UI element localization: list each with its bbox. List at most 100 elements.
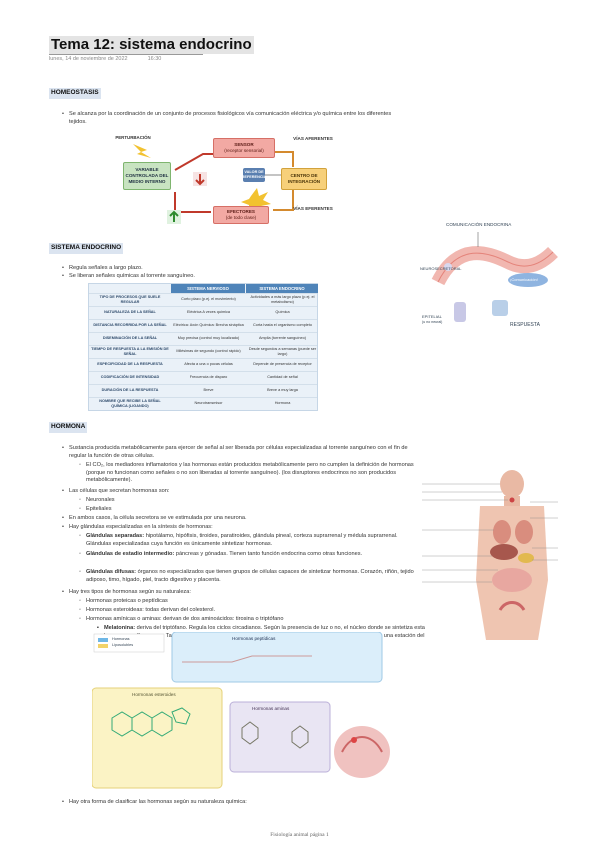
glandulas-difusas-text: órganos no especializados que tienen gru… xyxy=(86,569,414,583)
section-hormona: HORMONA xyxy=(49,422,88,433)
page-title: Tema 12: sistema endocrino xyxy=(49,36,254,54)
box-sensor: SENSOR (receptor sensorial) xyxy=(213,138,275,158)
efectores-title: EFECTORES xyxy=(227,208,255,214)
table-row: CODIFICACIÓN DE INTENSIDAD Frecuencia de … xyxy=(89,371,317,384)
table-row-label: NOMBRE QUE RECIBE LA SEÑAL QUÍMICA (LIGA… xyxy=(99,398,161,408)
homeostasis-diagram: PERTURBACIÓN VARIABLE CONTROLADA DEL MED… xyxy=(103,132,338,234)
hormone-classes-illustration xyxy=(91,631,390,789)
fig-epitelial-sub: (u no neural) xyxy=(422,320,443,324)
endocrino-bullet-2: Se liberan señales químicas al torrente … xyxy=(62,273,289,281)
fig-endocrine-title: COMUNICACIÓN ENDOCRINA xyxy=(446,222,512,227)
box-variable: VARIABLE CONTROLADA DEL MEDIO INTERNO xyxy=(123,162,171,190)
table-row-label: ESPECIFICIDAD DE LA RESPUESTA xyxy=(97,362,163,367)
glandulas-intermedio-text: páncreas y gónadas. Tienen tanto función… xyxy=(174,551,363,557)
table-cell: Milésimas de segundo (control rápido) xyxy=(176,349,241,354)
title-underline xyxy=(49,54,203,55)
label-aminas: Hormonas aminas xyxy=(252,706,290,711)
table-cell: Corto plazo (p.ej. el movimiento) xyxy=(181,297,236,302)
table-row: NATURALEZA DE LA SEÑAL Eléctrica A veces … xyxy=(89,306,317,319)
page-meta: lunes, 14 de noviembre de 2022 16:30 xyxy=(49,56,161,63)
table-row-label: DISTANCIA RECORRIDA POR LA SEÑAL xyxy=(93,323,167,328)
hormona-bullet-1-sub: El CO₂, los mediadores inflamatorios y l… xyxy=(79,462,414,485)
hormona-bullet-6: Hay otra forma de clasificar las hormona… xyxy=(62,799,369,807)
table-row-label: NATURALEZA DE LA SEÑAL xyxy=(104,310,156,315)
table-cell: Depende de presencia de receptor xyxy=(253,362,312,367)
glandulas-difusas-term: Glándulas difusas: xyxy=(86,569,137,575)
secretoras-neuronales: Neuronales xyxy=(79,497,115,505)
table-cell: Cantidad de señal xyxy=(267,375,298,380)
section-homeostasis: HOMEOSTASIS xyxy=(49,88,101,99)
table-cell: Corta hasta el organismo completo xyxy=(253,323,312,328)
label-esteroides: Hormonas esteroides xyxy=(132,692,176,697)
sensor-sub: (receptor sensorial) xyxy=(224,148,264,153)
table-cell: Breve xyxy=(203,388,214,393)
page-date: lunes, 14 de noviembre de 2022 xyxy=(49,56,128,62)
table-row: DISTANCIA RECORRIDA POR LA SEÑAL Eléctric… xyxy=(89,319,317,332)
table-header-endocrino: SISTEMA ENDOCRINO xyxy=(246,284,318,293)
label-perturbacion: PERTURBACIÓN xyxy=(115,135,151,141)
hormone-classes-figure: Hormonas Liposolubles Hormonas peptídica… xyxy=(91,631,392,792)
glandulas-intermedio: Glándulas de estadio intermedio: páncrea… xyxy=(79,551,414,559)
tipo-proteicas: Hormonas proteicas o peptídicas xyxy=(79,598,168,606)
table-header-nervioso: SISTEMA NERVIOSO xyxy=(171,284,245,293)
box-valor-referencia: VALOR DE REFERENCIA xyxy=(242,168,266,182)
hormona-bullet-4: Hay glándulas especializadas en la sínte… xyxy=(62,524,369,532)
table-row-label: DISEMINACIÓN DE LA SEÑAL xyxy=(102,336,158,341)
box-efectores: EFECTORES (de todo clase) xyxy=(213,206,269,224)
table-cell: Actividades a más largo plazo (p.ej. el … xyxy=(250,294,315,304)
label-vias-eferentes: VÍAS EFERENTES xyxy=(293,205,333,211)
table-row-label: DURACIÓN DE LA RESPUESTA xyxy=(101,388,159,393)
table-cell: Amplia (torrente sanguíneo) xyxy=(258,336,307,341)
page-time: 16:30 xyxy=(147,56,162,62)
endocrine-communication-figure: COMUNICACIÓN ENDOCRINA NEUROSECRETORAL E… xyxy=(418,222,558,332)
page-footer: Fisiología animal página 1 xyxy=(270,832,329,838)
table-cell: Afecta a una o pocas células xyxy=(184,362,233,367)
secretoras-epiteliales: Epiteliales xyxy=(79,506,111,514)
table-row: ESPECIFICIDAD DE LA RESPUESTA Afecta a un… xyxy=(89,358,317,371)
glandulas-difusas: Glándulas difusas: órganos no especializ… xyxy=(79,569,414,584)
table-cell: Breve a muy larga xyxy=(267,388,298,393)
section-sistema-endocrino: SISTEMA ENDOCRINO xyxy=(49,243,124,254)
glandulas-separadas: Glándulas separadas: hipotálamo, hipófis… xyxy=(79,533,414,548)
table-row: TIPO DE PROCESOS QUE SUELE REGULAR Corto … xyxy=(89,293,317,306)
table-cell: Desde segundos a semanas (puede ser larg… xyxy=(248,346,317,356)
homeostasis-arrows xyxy=(133,144,294,224)
table-row-label: TIEMPO DE RESPUESTA A LA EMISIÓN DE SEÑA… xyxy=(91,346,169,356)
endocrino-bullet-1: Regula señales a largo plazo. xyxy=(62,265,269,273)
sensor-title: SENSOR xyxy=(234,141,254,147)
glandulas-separadas-term: Glándulas separadas: xyxy=(86,533,145,539)
fig-respuesta: RESPUESTA xyxy=(510,322,540,328)
box-centro-integracion: CENTRO DE INTEGRACIÓN xyxy=(281,168,327,190)
label-vias-aferentes: VÍAS AFERENTES xyxy=(293,135,333,141)
table-cell: Neurotransmisor xyxy=(194,401,223,406)
homeostasis-text: Se alcanza por la coordinación de un con… xyxy=(62,111,409,126)
table-row: TIEMPO DE RESPUESTA A LA EMISIÓN DE SEÑA… xyxy=(89,345,317,358)
table-cell: Muy precisa (control muy localizado) xyxy=(177,336,240,341)
glandulas-separadas-text: hipotálamo, hipófisis, tiroides, paratir… xyxy=(86,533,398,547)
endocrine-communication-illustration xyxy=(431,232,558,322)
table-row-label: TIPO DE PROCESOS QUE SUELE REGULAR xyxy=(99,294,161,304)
fig-epitelial-label: EPITELIAL xyxy=(422,314,442,319)
fig-neuro-label: NEUROSECRETORAL xyxy=(420,266,462,271)
table-row: DURACIÓN DE LA RESPUESTA Breve Breve a muy… xyxy=(89,384,317,397)
glandulas-intermedio-term: Glándulas de estadio intermedio: xyxy=(86,551,175,557)
table-row: DISEMINACIÓN DE LA SEÑAL Muy precisa (con… xyxy=(89,332,317,345)
fig-bubble: ¡Comunicación! xyxy=(510,277,538,282)
tipo-aminicas: Hormonas amínicas o aminas: derivan de d… xyxy=(79,616,283,624)
table-cell: Química xyxy=(275,310,290,315)
comparison-table: SISTEMA NERVIOSO SISTEMA ENDOCRINO TIPO … xyxy=(88,283,318,411)
table-cell: Eléctrica: Axón Química: Brecha sináptic… xyxy=(173,323,244,328)
hormona-bullet-2: Las células que secretan hormonas son: xyxy=(62,488,369,496)
table-row: NOMBRE QUE RECIBE LA SEÑAL QUÍMICA (LIGA… xyxy=(89,397,317,410)
table-cell: Eléctrica A veces química xyxy=(186,310,231,315)
table-cell: Frecuencia de disparo xyxy=(189,375,228,380)
hormona-bullet-1: Sustancia producida metabólicamente para… xyxy=(62,445,409,460)
hormona-bullet-5: Hay tres tipos de hormonas según su natu… xyxy=(62,589,369,597)
label-peptidicas: Hormonas peptídicas xyxy=(232,636,276,641)
anatomy-figure xyxy=(420,470,560,640)
table-cell: Hormona xyxy=(274,401,291,406)
efectores-sub: (de todo clase) xyxy=(225,215,257,220)
tipo-esteroideas: Hormonas esteroideas: todas derivan del … xyxy=(79,607,215,615)
table-row-label: CODIFICACIÓN DE INTENSIDAD xyxy=(100,375,160,380)
melatonina-term: Melatonina: xyxy=(104,625,136,631)
